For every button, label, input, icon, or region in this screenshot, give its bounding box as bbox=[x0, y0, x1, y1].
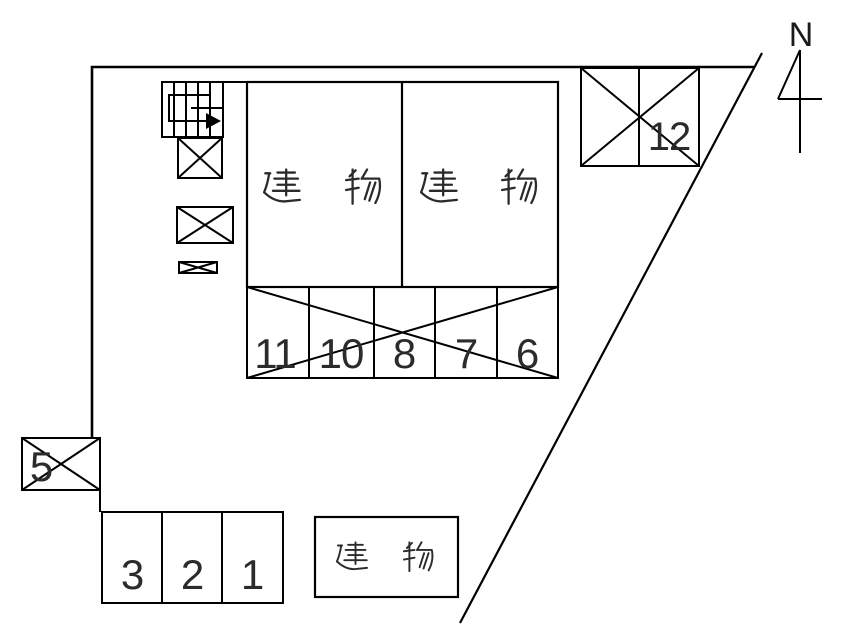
boundary-top-left-lines bbox=[90, 65, 755, 438]
kanji-mono-icon bbox=[345, 168, 382, 205]
parking-row-main-dividers bbox=[308, 287, 498, 378]
parking-row-bottom: 3 2 1 bbox=[101, 511, 284, 604]
crossed-box-3 bbox=[178, 261, 218, 274]
kanji-ken-icon bbox=[263, 168, 301, 203]
site-boundary bbox=[90, 52, 763, 624]
building-bottom-outline bbox=[313, 515, 460, 599]
stairs-direction-arrowhead bbox=[206, 113, 221, 129]
kanji-ken-icon bbox=[336, 541, 368, 571]
boundary-diagonal-line bbox=[459, 52, 763, 624]
stairs-treads bbox=[173, 82, 211, 137]
crossed-box-1-outline bbox=[177, 137, 223, 179]
parking-row-bottom-outline bbox=[101, 511, 284, 604]
crossed-box-2 bbox=[176, 206, 234, 244]
parking-space-7-label: 7 bbox=[455, 330, 477, 377]
building-top-block bbox=[245, 80, 560, 289]
parking-row-main: 11 10 8 7 6 bbox=[246, 286, 559, 379]
parking-space-3-label: 3 bbox=[121, 551, 143, 598]
north-arrow-slant bbox=[777, 49, 801, 100]
parking-row-bottom-dividers bbox=[161, 512, 223, 603]
building-top-left-label bbox=[263, 168, 382, 205]
parking-space-8-label: 8 bbox=[393, 330, 415, 377]
crossed-box-2-outline bbox=[176, 206, 234, 244]
parking-space-5-label: 5 bbox=[30, 443, 52, 490]
kanji-mono-icon bbox=[403, 541, 434, 573]
parking-space-5-outline bbox=[21, 437, 101, 491]
north-label: N bbox=[789, 16, 814, 54]
parking-space-10-label: 10 bbox=[319, 330, 364, 377]
parking-space-12-label: 12 bbox=[648, 115, 691, 159]
kanji-ken-icon bbox=[420, 168, 458, 203]
crossed-box-2-x bbox=[176, 206, 234, 244]
parking-space-12: 12 bbox=[580, 67, 700, 167]
crossed-box-3-x bbox=[178, 261, 218, 274]
parking-space-6-label: 6 bbox=[516, 330, 538, 377]
parking-space-5: 5 bbox=[21, 437, 101, 512]
parking-row-main-cross bbox=[246, 286, 559, 379]
crossed-box-1 bbox=[177, 137, 223, 179]
parking-space-1-label: 1 bbox=[241, 551, 263, 598]
stairs-outline bbox=[161, 81, 224, 138]
north-arrow: N bbox=[777, 16, 822, 153]
parking-row-main-outline bbox=[246, 286, 559, 379]
kanji-mono-icon bbox=[501, 168, 538, 205]
building-top-right-label bbox=[420, 168, 538, 205]
crossed-box-1-x bbox=[177, 137, 223, 179]
parking-space-2-label: 2 bbox=[181, 551, 203, 598]
stairs-direction-path bbox=[168, 94, 211, 122]
parking-space-11-label: 11 bbox=[254, 330, 296, 377]
parking-space-5-cross bbox=[21, 437, 101, 491]
parking-space-12-cross bbox=[580, 67, 700, 167]
crossed-box-3-outline bbox=[178, 261, 218, 274]
building-bottom bbox=[313, 515, 460, 599]
stairs-icon bbox=[161, 81, 247, 138]
